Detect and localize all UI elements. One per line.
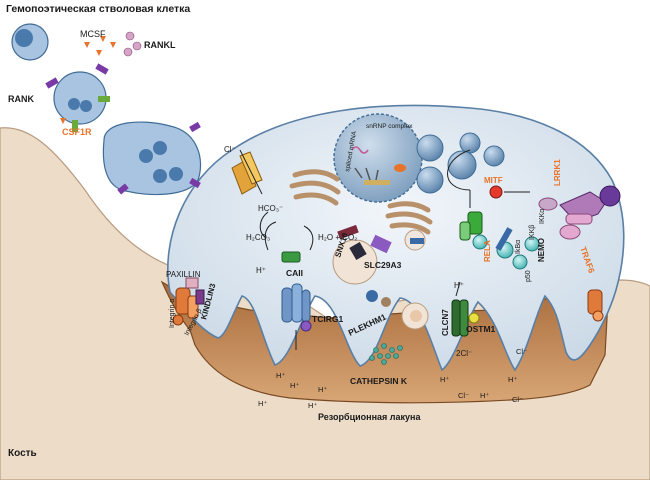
golgi-left [289,169,341,206]
rankl-label: RANKL [144,40,176,50]
svg-text:H⁺: H⁺ [440,375,449,384]
caii-arrow-left [264,221,277,251]
svg-text:Cl⁻: Cl⁻ [512,395,523,404]
ikba-label: IkBα [515,240,522,254]
cathepsin-k-label: CATHEPSIN K [350,376,408,386]
clcn7-arrow [455,281,461,297]
paxillin-label: PAXILLIN [166,270,201,279]
integrin-right [587,289,604,322]
mitf-dot [489,185,503,199]
dna-strands [354,167,379,181]
integrin-alpha [172,287,191,326]
svg-text:H⁺: H⁺ [276,371,285,380]
progenitor-nucleus-2 [80,100,92,112]
golgi-right [385,201,433,235]
slc29a3-protein [337,224,359,240]
nfkb-complex [459,211,540,270]
vesicle-cluster [416,132,505,194]
snx10-vesicle [332,239,378,285]
preosteoclast-nucleus-1 [139,149,153,163]
bone-label: Кость [8,448,37,459]
ikka-label: IKKα [539,209,546,224]
h2o-co2-label: H₂O + CO₂ [318,233,357,242]
svg-text:Cl⁻: Cl⁻ [458,391,469,400]
h-plus-label-clc: H⁺ [454,281,464,290]
preosteoclast-receptors [117,121,201,195]
lrrk1-label: LRRK1 [553,159,562,186]
snrnp-dot [394,164,406,172]
integrin-alpha-label: Integrin α [169,299,176,328]
preosteoclast-nucleus-4 [169,167,183,181]
snx10-marker [370,234,392,254]
chloride-channel [231,149,263,195]
vesicle-arrow [447,149,471,191]
svg-text:H⁺: H⁺ [258,399,267,408]
clcn7-channel [451,299,469,337]
caii-arrow-right [303,225,314,251]
nemo-label: NEMO [537,238,546,262]
cl-label: Cl⁻ [224,145,236,154]
preosteoclast-nucleus-3 [153,169,167,183]
hsc-nucleus [15,29,33,47]
hco3-arrow [259,211,269,239]
two-cl-label: 2Cl⁻ [456,349,472,358]
plekhm1-dot-2 [381,297,391,307]
clcn7-label: CLCN7 [441,309,450,336]
caii-enzyme [281,251,301,263]
mcsf-label: MCSF [80,29,106,39]
hsc-title: Гемопоэтическая стволовая клетка [6,3,190,15]
preosteoclast-nucleus-2 [153,141,167,155]
rank-receptor-left [45,63,109,89]
svg-text:H⁺: H⁺ [290,381,299,390]
h2co3-label: H₂CO₃ [246,233,270,242]
caii-label: CAII [286,268,303,278]
tcirg1-pump [281,283,312,350]
snx10-protein [349,241,367,261]
rela-label: RELA [483,240,492,262]
csf1r-receptor [60,96,110,132]
rank-receptor-right [559,185,621,225]
plekhm1-dot [366,290,378,302]
mcsf-ligands [84,36,116,56]
ikkb-label: IKKβ [529,225,536,240]
ostm1-label: OSTM1 [466,324,496,334]
svg-text:H⁺: H⁺ [318,385,327,394]
csf1r-label: CSF1R [62,127,92,137]
hco3-label: HCO₃⁻ [258,204,283,213]
traf6-blob [559,224,581,240]
mrna-squiggle [351,146,369,154]
mitf-label: MITF [484,176,503,185]
ostm1-protein [468,312,480,324]
cl-lacuna-cluster: Cl⁻ Cl⁻ Cl⁻ [458,347,527,404]
lrrk1-blob [538,197,558,211]
svg-text:H⁺: H⁺ [308,401,317,410]
cathepsin-k-granules [369,343,403,365]
dna-base [364,180,390,185]
resorption-lacuna-label: Резорбционная лакуна [318,412,421,422]
cathepsin-vesicle-dot [410,310,422,322]
rank-label: RANK [8,94,34,104]
svg-text:H⁺: H⁺ [508,375,517,384]
tcirg1-label: TCIRG1 [312,314,343,324]
p50-label: p50 [525,270,532,282]
slc29a3-bar [410,238,424,244]
paxillin-protein [185,277,199,289]
progenitor-nucleus-1 [68,98,80,110]
rankl-ligands [123,31,142,57]
h-plus-lacuna-cluster: H⁺ H⁺ H⁺ H⁺ H⁺ H⁺ H⁺ H⁺ [258,371,517,410]
svg-text:Cl⁻: Cl⁻ [516,347,527,356]
kindlin3-protein [195,289,205,305]
svg-text:H⁺: H⁺ [480,391,489,400]
h-plus-label-1: H⁺ [256,266,266,275]
snrnp-label: snRNP complex [366,123,413,130]
slc29a3-label: SLC29A3 [364,260,402,270]
